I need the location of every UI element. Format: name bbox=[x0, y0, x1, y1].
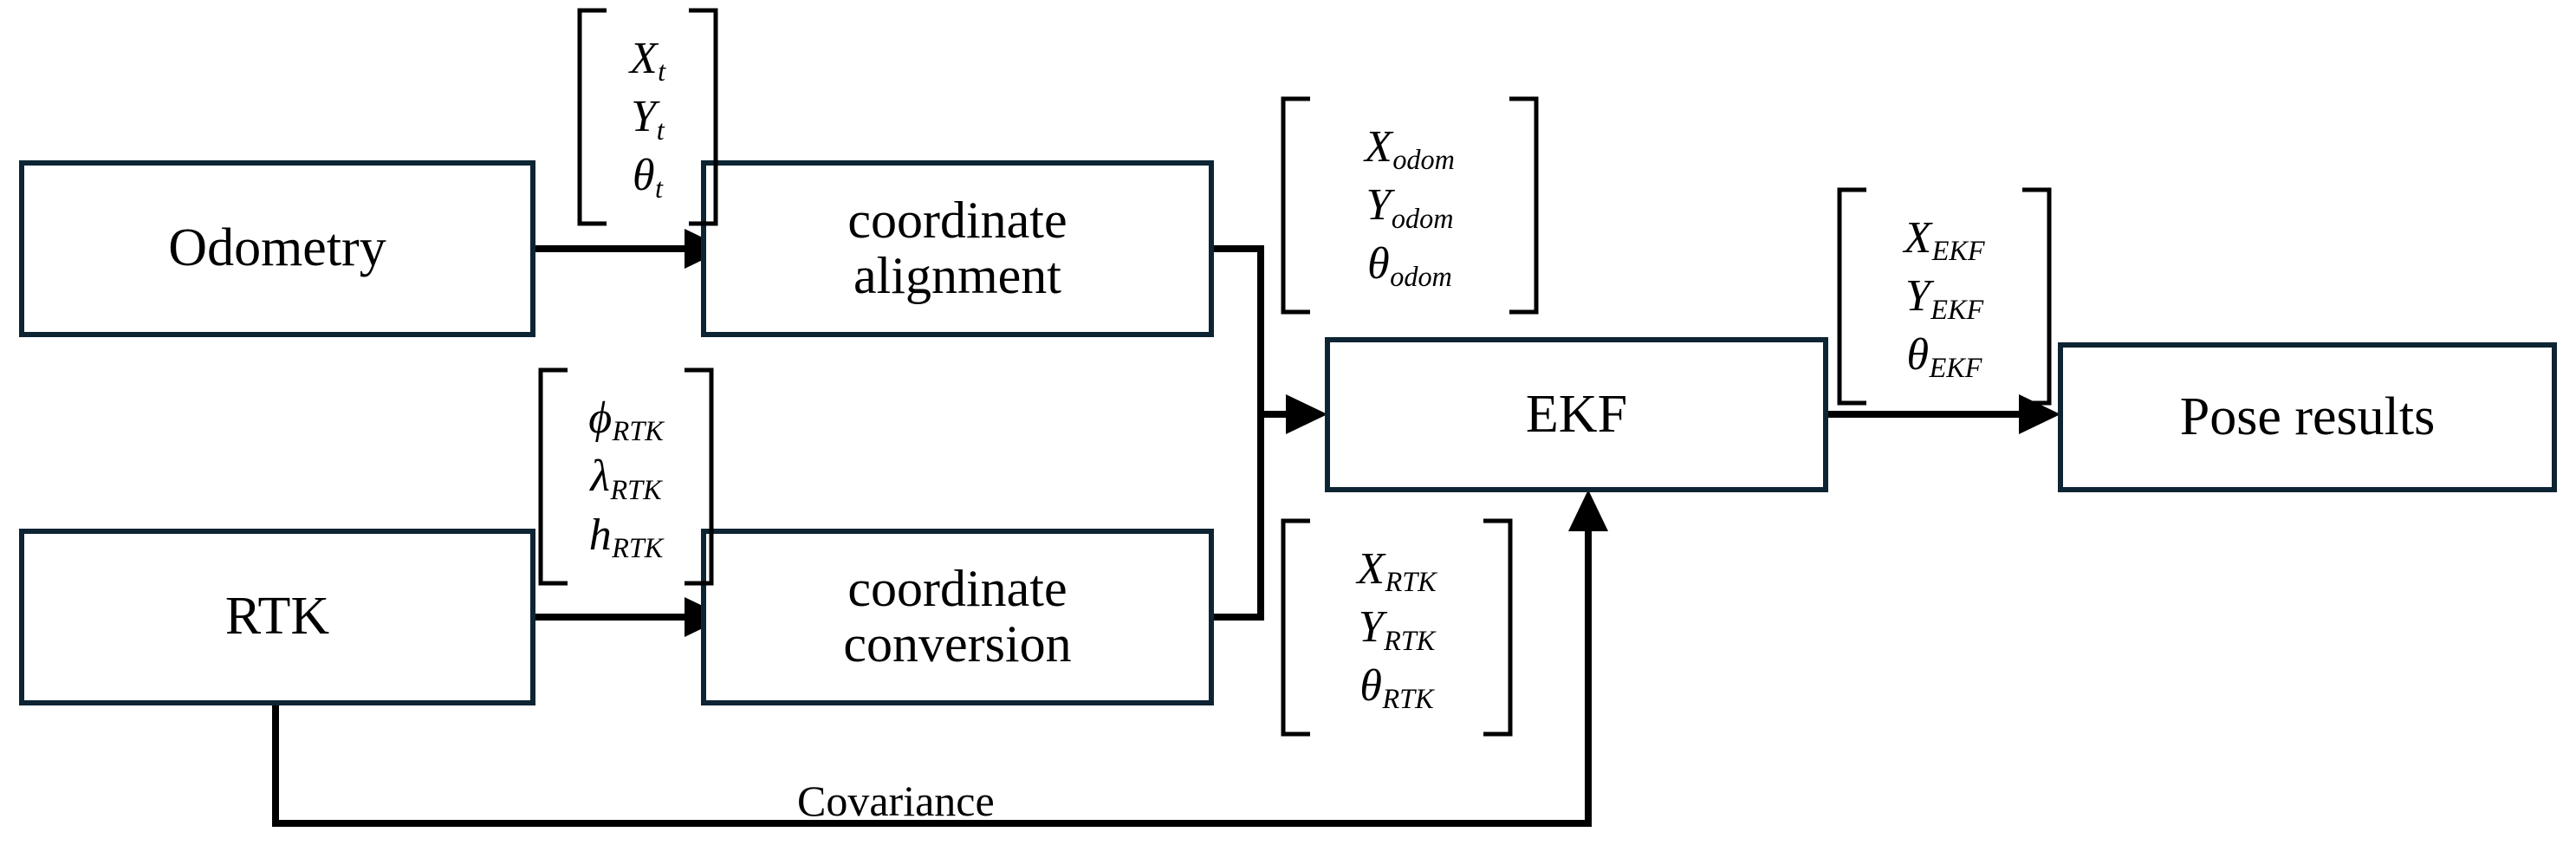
matrix-symbol: θ bbox=[1367, 238, 1391, 289]
matrix-symbol: θ bbox=[1906, 329, 1930, 380]
edge-conversion-to-ekf bbox=[1211, 414, 1264, 621]
matrix-row: ϕRTK bbox=[588, 389, 664, 448]
bracket-rtk-output bbox=[1281, 518, 1513, 737]
matrix-subscript: odom bbox=[1390, 261, 1452, 293]
bracket-odom-output bbox=[1281, 96, 1539, 315]
matrix-symbol: Y bbox=[1358, 602, 1385, 653]
matrix-subscript: odom bbox=[1392, 144, 1455, 176]
matrix-row: θodom bbox=[1367, 235, 1452, 294]
bracket-odom-input bbox=[577, 8, 718, 226]
matrix-subscript: EKF bbox=[1929, 352, 1982, 384]
matrix-subscript: RTK bbox=[612, 415, 664, 447]
box-rtk[interactable] bbox=[19, 529, 535, 705]
matrix-row: YRTK bbox=[1359, 598, 1436, 657]
box-ekf[interactable] bbox=[1325, 337, 1828, 492]
matrix-row: Yodom bbox=[1366, 176, 1453, 235]
matrix-row: θEKF bbox=[1907, 326, 1982, 385]
matrix-row: Xodom bbox=[1365, 118, 1455, 177]
matrix-row: YEKF bbox=[1905, 267, 1983, 326]
matrix-symbol: X bbox=[1365, 121, 1393, 172]
matrix-symbol: Y bbox=[1904, 271, 1931, 322]
matrix-row: Xt bbox=[630, 29, 665, 88]
matrix-symbol: λ bbox=[590, 452, 611, 502]
matrix-subscript: RTK bbox=[1384, 624, 1436, 656]
matrix-subscript: t bbox=[656, 114, 665, 146]
matrix-subscript: EKF bbox=[1930, 293, 1984, 325]
matrix-symbol: θ bbox=[1359, 660, 1383, 711]
label-covariance: Covariance bbox=[797, 777, 995, 825]
matrix-subscript: RTK bbox=[612, 532, 664, 564]
edge-alignment-to-ekf bbox=[1211, 245, 1264, 414]
matrix-row: XRTK bbox=[1357, 540, 1436, 599]
matrix-symbol: h bbox=[588, 510, 613, 560]
edge-merge-into-ekf bbox=[1261, 394, 1327, 434]
matrix-subscript: EKF bbox=[1931, 235, 1985, 267]
matrix-row: θRTK bbox=[1359, 657, 1433, 716]
matrix-row: Yt bbox=[631, 88, 664, 146]
bracket-ekf-output bbox=[1837, 187, 2052, 406]
matrix-row: λRTK bbox=[590, 447, 661, 506]
matrix-symbol: θ bbox=[632, 150, 656, 200]
matrix-subscript: t bbox=[658, 55, 666, 88]
matrix-symbol: X bbox=[629, 33, 659, 83]
box-pose-results[interactable] bbox=[2058, 342, 2557, 492]
edge-covariance-feedback bbox=[272, 490, 1608, 827]
box-coordinate-conversion[interactable] bbox=[701, 529, 1214, 705]
matrix-row: θt bbox=[633, 146, 663, 205]
bracket-rtk-input bbox=[538, 367, 714, 586]
matrix-symbol: X bbox=[1357, 543, 1385, 594]
matrix-symbol: ϕ bbox=[588, 393, 613, 443]
matrix-symbol: Y bbox=[1366, 180, 1392, 231]
matrix-row: hRTK bbox=[589, 506, 664, 565]
matrix-subscript: RTK bbox=[1385, 566, 1437, 598]
matrix-symbol: Y bbox=[631, 92, 657, 142]
matrix-subscript: t bbox=[655, 172, 663, 205]
matrix-subscript: odom bbox=[1391, 202, 1454, 234]
box-coordinate-alignment[interactable] bbox=[701, 160, 1214, 337]
matrix-row: XEKF bbox=[1904, 209, 1984, 268]
matrix-subscript: RTK bbox=[610, 473, 662, 505]
box-odometry[interactable] bbox=[19, 160, 535, 337]
matrix-subscript: RTK bbox=[1382, 683, 1434, 715]
matrix-symbol: X bbox=[1904, 212, 1932, 263]
